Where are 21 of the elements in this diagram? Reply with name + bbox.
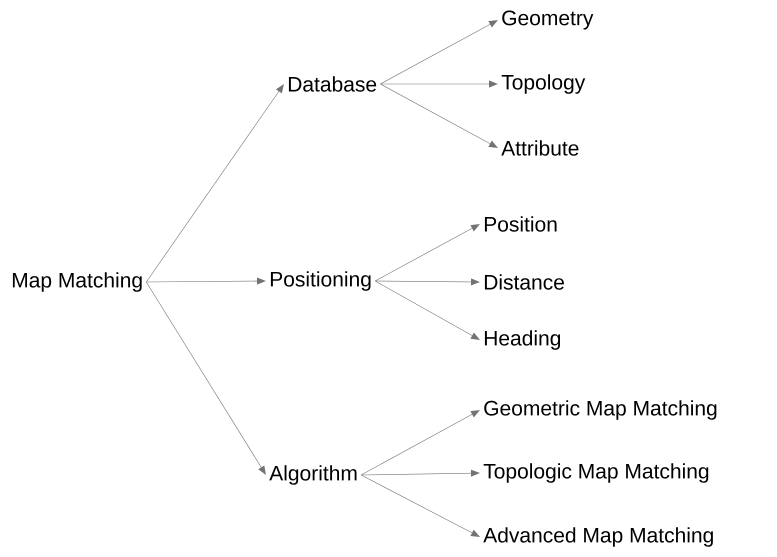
node-label: Attribute bbox=[501, 140, 578, 156]
node-label: Positioning bbox=[270, 271, 371, 291]
arrow bbox=[146, 282, 266, 475]
node-label: Geometry bbox=[502, 10, 594, 30]
arrow bbox=[374, 224, 480, 282]
node-label: Distance bbox=[484, 274, 564, 290]
node-label: Database bbox=[288, 76, 376, 92]
node-label: Algorithm bbox=[269, 465, 356, 485]
node-label: Heading bbox=[484, 330, 560, 350]
arrow bbox=[146, 84, 284, 282]
node-label: Advanced Map Matching bbox=[483, 527, 713, 547]
node-label: Position bbox=[484, 216, 557, 232]
node-label: Topologic Map Matching bbox=[484, 463, 708, 483]
arrow bbox=[360, 474, 480, 537]
node-label: Topology bbox=[502, 74, 586, 94]
arrow bbox=[360, 410, 480, 476]
node-label: Map Matching bbox=[12, 272, 142, 292]
arrow bbox=[380, 84, 498, 148]
arrow bbox=[374, 280, 480, 340]
node-label: Geometric Map Matching bbox=[484, 400, 716, 420]
arrow bbox=[380, 20, 498, 84]
